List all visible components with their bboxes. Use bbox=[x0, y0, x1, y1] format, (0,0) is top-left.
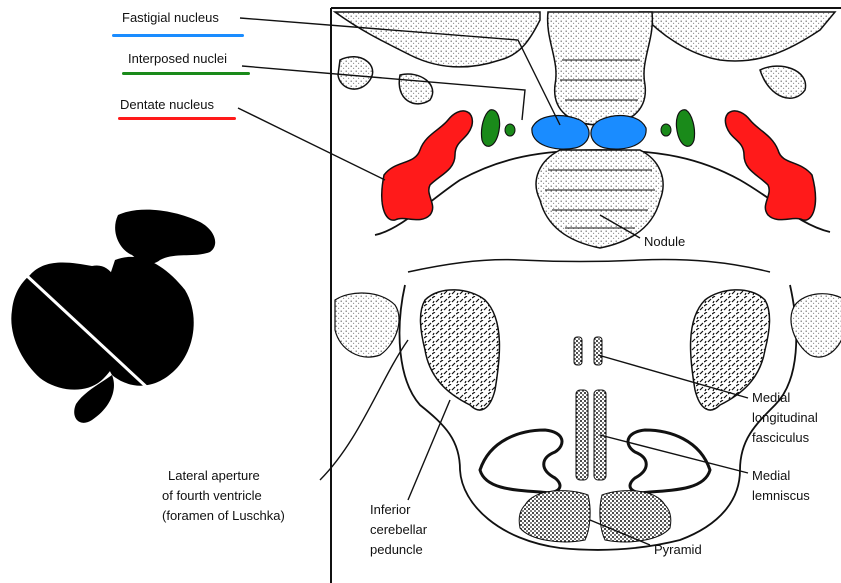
fastigial-underline bbox=[112, 34, 244, 37]
inferior-cerebellar-peduncle-left bbox=[420, 290, 499, 410]
fourth-ventricle-floor-line bbox=[408, 260, 770, 273]
label-mlf-line1: Medial bbox=[752, 390, 790, 406]
label-mlf-line3: fasciculus bbox=[752, 430, 809, 446]
medial-lemniscus-left bbox=[576, 390, 588, 480]
mlf-right bbox=[594, 337, 602, 365]
pyramid-right bbox=[600, 491, 671, 542]
mlf-left bbox=[574, 337, 582, 365]
label-ml-line1: Medial bbox=[752, 468, 790, 484]
label-dentate-nucleus: Dentate nucleus bbox=[120, 97, 214, 113]
label-icp-line1: Inferior bbox=[370, 502, 410, 518]
brainstem-cerebellum-silhouette-icon bbox=[11, 210, 215, 423]
label-icp-line3: peduncle bbox=[370, 542, 423, 558]
lateral-folia-right bbox=[791, 294, 841, 357]
label-fastigial-nucleus: Fastigial nucleus bbox=[122, 10, 219, 26]
dentate-nucleus-right bbox=[725, 111, 815, 220]
leader-lines bbox=[238, 18, 748, 545]
pyramid-left bbox=[519, 491, 590, 542]
cerebellar-folia bbox=[335, 12, 835, 125]
label-ml-line2: lemniscus bbox=[752, 488, 810, 504]
inferior-olive-right bbox=[628, 430, 710, 493]
dentate-nucleus-left bbox=[382, 111, 473, 220]
label-lateral-line1: Lateral aperture bbox=[168, 468, 260, 484]
inferior-olive-left bbox=[480, 430, 562, 493]
label-lateral-line2: of fourth ventricle bbox=[162, 488, 262, 504]
label-pyramid: Pyramid bbox=[654, 542, 702, 558]
interposed-nucleus-right-small bbox=[661, 124, 671, 136]
label-mlf-line2: longitudinal bbox=[752, 410, 818, 426]
interposed-underline bbox=[122, 72, 250, 75]
interposed-nucleus-left-small bbox=[505, 124, 515, 136]
label-interposed-nuclei: Interposed nuclei bbox=[128, 51, 227, 67]
dentate-underline bbox=[118, 117, 236, 120]
interposed-nucleus-left bbox=[481, 110, 499, 147]
fastigial-nucleus-right bbox=[591, 116, 646, 150]
label-icp-line2: cerebellar bbox=[370, 522, 427, 538]
fastigial-nucleus-left bbox=[532, 116, 589, 150]
label-lateral-line3: (foramen of Luschka) bbox=[162, 508, 285, 524]
lateral-folia-left bbox=[335, 293, 399, 357]
label-nodule: Nodule bbox=[644, 234, 685, 250]
interposed-nucleus-right bbox=[676, 110, 694, 147]
